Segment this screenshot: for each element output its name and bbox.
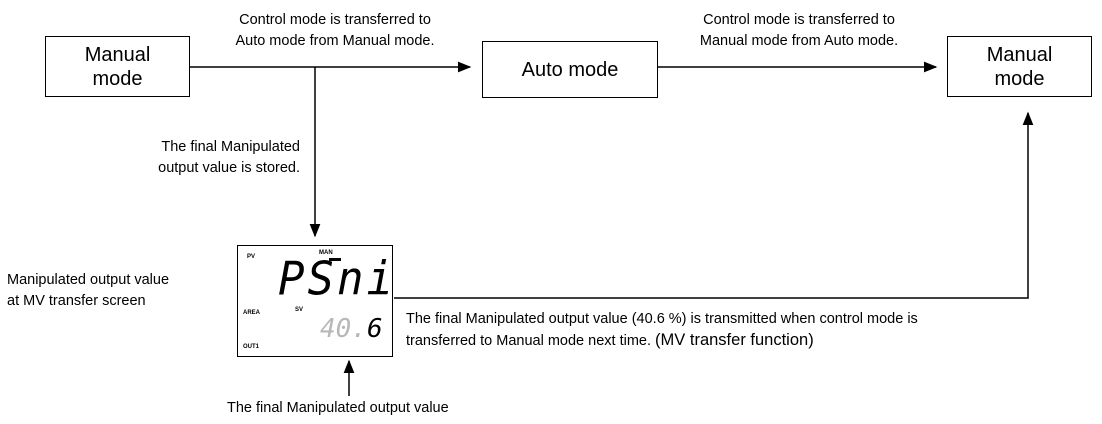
auto-mode-box: Auto mode bbox=[482, 41, 658, 98]
lcd-tag-sv: SV bbox=[295, 307, 304, 313]
manual-mode-box-right: Manual mode bbox=[947, 36, 1092, 97]
manual-mode-box-left: Manual mode bbox=[45, 36, 190, 97]
label-transmit: The final Manipulated output value (40.6… bbox=[406, 309, 1096, 352]
label-mv-transfer-function: (MV transfer function) bbox=[655, 331, 814, 349]
label-final-value: The final Manipulated output value bbox=[227, 400, 449, 416]
mv-transfer-screen: PV MAN AREA SV OUT1 PSni 40.6 bbox=[237, 245, 393, 357]
lcd-value-dim-digits: 40. bbox=[320, 314, 367, 344]
arrow-transmit-value bbox=[394, 111, 1034, 299]
label-screen: Manipulated output value at MV transfer … bbox=[7, 272, 170, 309]
lcd-value-bright-digit: 6 bbox=[366, 314, 383, 344]
lcd-tag-out1: OUT1 bbox=[243, 344, 260, 350]
lcd-main-display: PSni bbox=[278, 252, 396, 307]
lcd-value-display: 40.6 bbox=[320, 316, 383, 342]
label-transmit-line1: The final Manipulated output value (40.6… bbox=[406, 311, 918, 327]
lcd-tag-area: AREA bbox=[243, 310, 261, 316]
label-transmit-line2-text: transferred to Manual mode next time. bbox=[406, 333, 656, 349]
lcd-tag-man: MAN bbox=[319, 250, 333, 256]
label-value-stored: The final Manipulated output value is st… bbox=[158, 139, 300, 176]
man-indicator-bar bbox=[329, 258, 341, 261]
label-to-manual: Control mode is transferred to Manual mo… bbox=[699, 12, 899, 49]
label-transmit-line2: transferred to Manual mode next time. (M… bbox=[406, 330, 1096, 352]
lcd-tag-pv: PV bbox=[247, 254, 256, 260]
label-to-auto: Control mode is transferred to Auto mode… bbox=[235, 12, 435, 49]
